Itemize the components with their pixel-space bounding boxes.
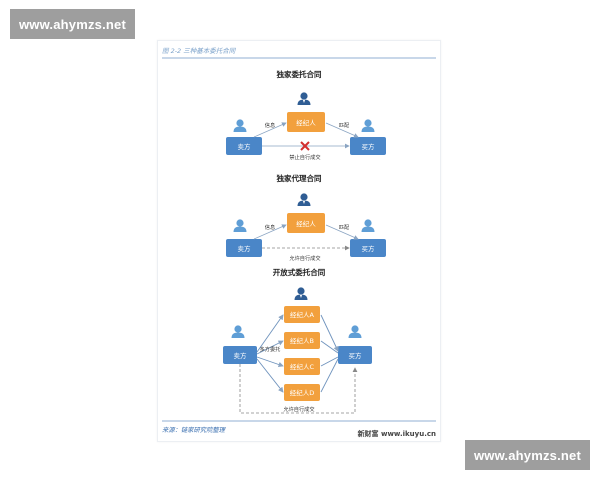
section-2-buyer-arrow [325,224,359,240]
seller-person-icon [233,219,247,232]
buyer-person-icon [361,119,375,132]
section-1-seller-box [226,137,262,155]
broker-person-icon [294,287,308,300]
section-1-buyer-box [350,137,386,155]
section-2-right-label: 匹配 [339,224,350,231]
section-2-seller-arrow [253,224,287,240]
broker-person-icon [297,193,311,206]
section-2-buyer-box [350,239,386,257]
section-3-buyer-box [338,346,372,364]
diagram-panel: 图 2-2 三种基本委托合同 独家委托合同 经纪人 卖方 买方 信息 匹配 禁止… [157,40,441,442]
section-1-right-label: 匹配 [339,122,350,129]
forbidden-x-icon [300,141,310,151]
section-2-left-label: 信息 [265,223,275,231]
section-3-middle-label: 多方委托 [260,345,281,353]
section-1-buyer: 买方 [362,142,376,151]
section-3-broker-a: 经纪人A [290,310,315,319]
contract-diagram: 图 2-2 三种基本委托合同 独家委托合同 经纪人 卖方 买方 信息 匹配 禁止… [162,47,436,438]
section-3-fan-arrows [256,314,339,393]
section-1-seller: 卖方 [238,142,252,151]
buyer-person-icon [348,325,362,338]
section-1-left-label: 信息 [265,121,275,129]
section-1-broker: 经纪人 [296,118,316,127]
section-2-seller: 卖方 [238,244,252,253]
section-3-bottom-label: 允许自行成交 [283,405,314,413]
section-3-seller: 卖方 [234,351,248,360]
watermark-bottom: www.ahymzs.net [465,440,590,470]
section-3-broker-a-box [284,306,320,323]
section-3-title: 开放式委托合同 [273,267,326,277]
seller-person-icon [231,325,245,338]
seller-person-icon [233,119,247,132]
section-1-seller-arrow [253,122,287,138]
buyer-person-icon [361,219,375,232]
section-3-broker-d-box [284,384,320,401]
section-3-broker-c: 经纪人C [290,362,315,371]
brand-logo: 新财富 www.ikuyu.cn [358,429,436,438]
section-3-buyer: 买方 [349,351,363,360]
section-3-broker-c-box [284,358,320,375]
section-3-seller-box [223,346,257,364]
section-2-title: 独家代理合同 [277,173,322,183]
section-3-broker-b-box [284,332,320,349]
section-2-bottom-label: 允许自行成交 [289,254,320,262]
section-1-title: 独家委托合同 [277,69,322,79]
section-3-direct-arrow [239,364,358,414]
section-2-seller-box [226,239,262,257]
section-2-broker: 经纪人 [296,219,316,228]
section-3-broker-b: 经纪人B [290,336,314,345]
watermark-top: www.ahymzs.net [10,9,135,39]
broker-person-icon [297,92,311,105]
section-2-broker-box [287,213,325,233]
section-1-buyer-arrow [325,122,359,138]
section-2-buyer: 买方 [362,244,376,253]
section-1-bottom-label: 禁止自行成交 [289,153,320,161]
section-3-broker-d: 经纪人D [290,388,315,397]
figure-caption: 图 2-2 三种基本委托合同 [162,47,237,55]
figure-source: 来源：链家研究院整理 [162,426,227,434]
section-1-broker-box [287,112,325,132]
